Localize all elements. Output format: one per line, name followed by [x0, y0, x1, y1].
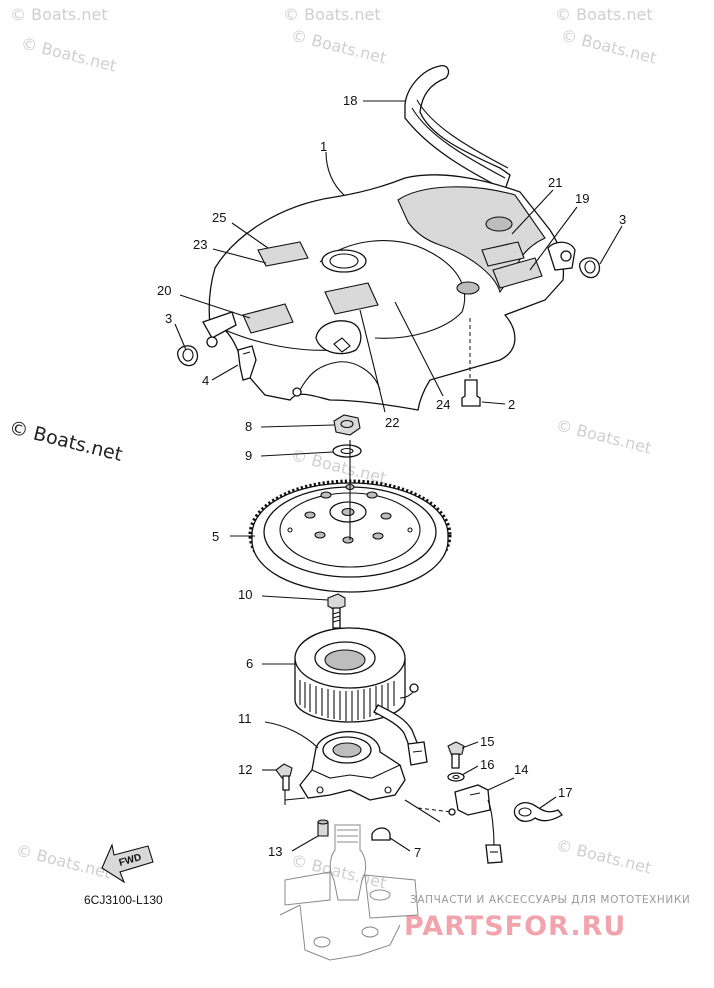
copyright-notice: © Boats.net [7, 417, 125, 466]
washer-part-16 [447, 772, 465, 782]
stator-part-6 [294, 627, 428, 766]
callout-20: 20 [157, 283, 171, 298]
callout-7: 7 [414, 845, 421, 860]
watermark: © Boats.net [554, 415, 653, 457]
callout-12: 12 [238, 762, 252, 777]
bolt-part-2 [461, 318, 481, 407]
watermark: © Boats.net [554, 835, 653, 877]
crankshaft-ghost [279, 824, 419, 961]
callout-15: 15 [480, 734, 494, 749]
clip-part-4 [237, 345, 257, 381]
callout-18: 18 [343, 93, 357, 108]
watermark: © Boats.net [289, 850, 388, 892]
pulser-coil-part-14 [417, 784, 503, 864]
grommet-part-3-left [176, 345, 199, 367]
callout-25: 25 [212, 210, 226, 225]
callout-16: 16 [480, 757, 494, 772]
grommet-part-3-right [578, 257, 601, 279]
screw-part-12 [275, 763, 293, 805]
shop-branding: ЗАПЧАСТИ И АКСЕССУАРЫ ДЛЯ МОТОТЕХНИКИ PA… [404, 894, 690, 942]
callout-24: 24 [436, 397, 450, 412]
watermark: © Boats.net [10, 5, 108, 24]
stator-bracket-part-11 [284, 730, 441, 823]
callout-22: 22 [385, 415, 399, 430]
leader-lines [174, 100, 623, 852]
callout-23: 23 [193, 237, 207, 252]
callout-6: 6 [246, 656, 253, 671]
watermark: © Boats.net [283, 5, 381, 24]
callout-2: 2 [508, 397, 515, 412]
callout-21: 21 [548, 175, 562, 190]
watermark: © Boats.net [559, 25, 658, 67]
callout-3-right: 3 [619, 212, 626, 227]
washer-part-9 [332, 444, 362, 458]
diagram-code: 6CJ3100-L130 [84, 893, 163, 907]
dowel-part-13 [317, 819, 329, 837]
callout-19: 19 [575, 191, 589, 206]
screw-part-15 [447, 741, 465, 769]
hose-part-18 [404, 64, 511, 191]
callout-4: 4 [202, 373, 209, 388]
callout-13: 13 [268, 844, 282, 859]
nut-part-8 [333, 414, 361, 436]
watermark: © Boats.net [555, 5, 653, 24]
callout-9: 9 [245, 448, 252, 463]
callout-5: 5 [212, 529, 219, 544]
callout-11: 11 [238, 711, 252, 726]
callout-1: 1 [320, 139, 327, 154]
woodruff-key-part-7 [371, 827, 391, 841]
callout-17: 17 [558, 785, 572, 800]
shop-logo: PARTSFOR.RU [404, 911, 626, 942]
callout-14: 14 [514, 762, 528, 777]
watermark: © Boats.net [14, 840, 113, 882]
watermark: © Boats.net [19, 33, 118, 75]
shop-tagline: ЗАПЧАСТИ И АКСЕССУАРЫ ДЛЯ МОТОТЕХНИКИ [410, 894, 690, 906]
fwd-arrow-icon: FWD [101, 843, 154, 884]
bolt-part-10 [327, 593, 346, 629]
callout-3-left: 3 [165, 311, 172, 326]
callout-8: 8 [245, 419, 252, 434]
callout-labels: 18 1 21 19 3 25 23 20 3 4 24 2 22 8 9 5 … [157, 93, 626, 860]
watermark: © Boats.net [289, 25, 388, 67]
wire-clamp-part-17 [513, 802, 563, 823]
watermark-layer: © Boats.net © Boats.net © Boats.net © Bo… [7, 5, 659, 892]
callout-10: 10 [238, 587, 252, 602]
flywheel-cover-part-1 [202, 174, 576, 411]
